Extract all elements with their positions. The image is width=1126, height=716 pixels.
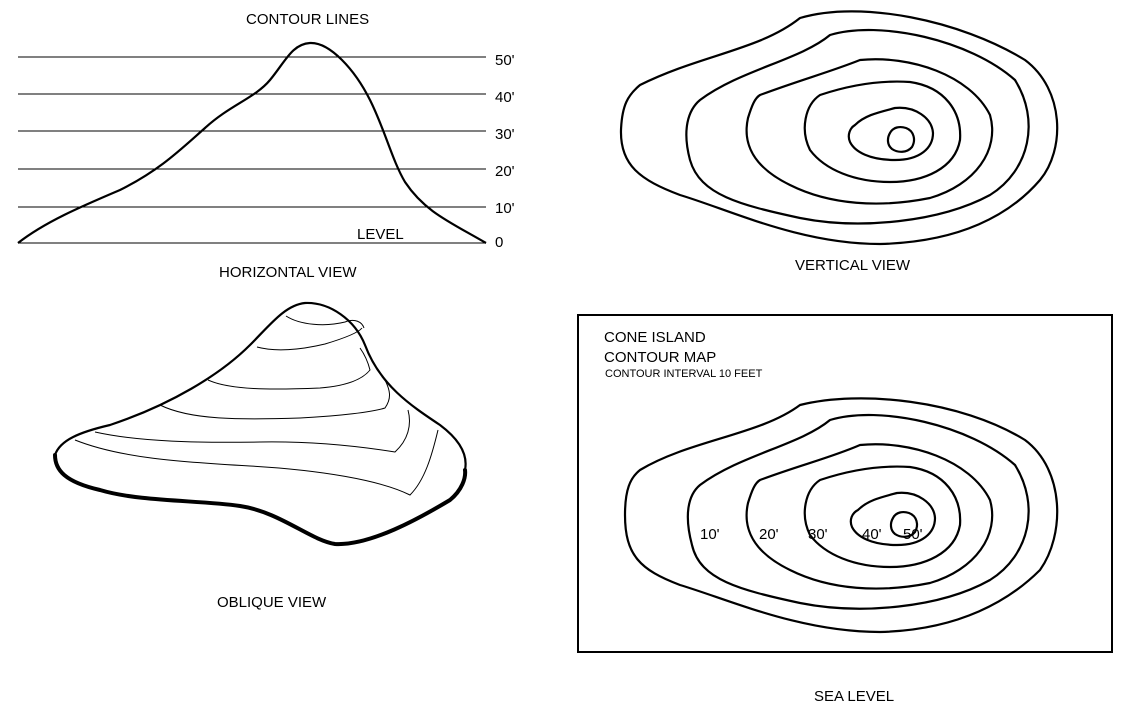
map-contour-label-20: 20' — [759, 526, 779, 543]
map-contour-30 — [803, 465, 962, 569]
oblique-contour-10 — [74, 429, 439, 496]
contour-ring-50 — [886, 125, 916, 153]
vertical-view-diagram — [619, 10, 1059, 246]
contour-ring-30 — [803, 80, 962, 184]
map-contour-label-10: 10' — [700, 526, 720, 543]
contour-map-diagram — [623, 397, 1059, 634]
map-title-line2: CONTOUR MAP — [604, 349, 717, 366]
island-top-outline — [53, 301, 467, 471]
contour-interval-note: CONTOUR INTERVAL 10 FEET — [605, 368, 763, 380]
oblique-summit-contour — [285, 315, 365, 329]
map-title-line1: CONE ISLAND — [604, 329, 706, 346]
map-contour-20 — [745, 443, 994, 590]
contour-ring-40 — [847, 106, 935, 162]
island-base-outline — [53, 453, 468, 547]
elevation-label-20: 20' — [495, 163, 515, 180]
oblique-view-diagram — [53, 301, 468, 547]
oblique-contour-20 — [94, 409, 410, 453]
vertical-view-caption: VERTICAL VIEW — [795, 257, 911, 274]
horizontal-view-diagram — [17, 41, 487, 244]
oblique-view-caption: OBLIQUE VIEW — [217, 594, 327, 611]
island-profile — [17, 41, 487, 244]
map-contour-10 — [686, 413, 1030, 610]
contour-ring-0 — [619, 10, 1059, 246]
map-contour-40 — [849, 491, 937, 547]
map-contour-label-50: 50' — [903, 526, 923, 543]
oblique-contour-50 — [256, 327, 363, 351]
sea-level-caption: SEA LEVEL — [814, 688, 895, 705]
elevation-label-40: 40' — [495, 89, 515, 106]
contour-map-frame — [577, 314, 1113, 653]
elevation-label-10: 10' — [495, 200, 515, 217]
horizontal-view-caption: HORIZONTAL VIEW — [219, 264, 357, 281]
horizontal-view-title: CONTOUR LINES — [246, 11, 370, 28]
contour-ring-20 — [745, 58, 994, 205]
map-contour-label-40: 40' — [862, 526, 882, 543]
contour-ring-10 — [685, 28, 1030, 225]
map-contour-50 — [889, 510, 919, 538]
elevation-label-30: 30' — [495, 126, 515, 143]
oblique-contour-30 — [159, 379, 390, 420]
map-contour-label-30: 30' — [808, 526, 828, 543]
oblique-contour-40 — [207, 347, 371, 390]
elevation-label-0: 0 — [495, 234, 504, 251]
level-label: LEVEL — [357, 226, 404, 243]
elevation-label-50: 50' — [495, 52, 515, 69]
map-contour-0 — [623, 397, 1059, 634]
